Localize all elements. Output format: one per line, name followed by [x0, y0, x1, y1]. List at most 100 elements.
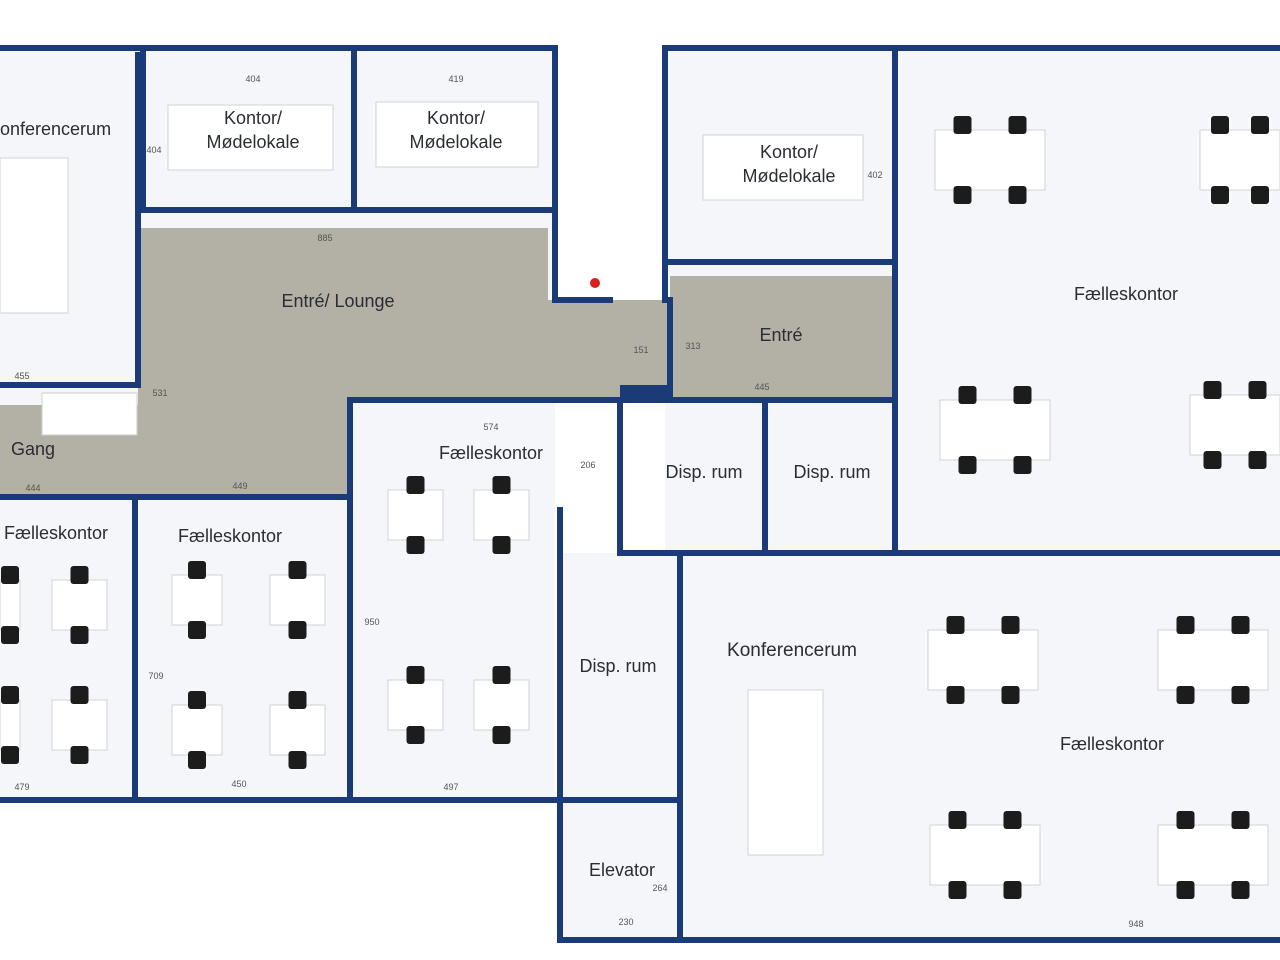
label-disp-1: Disp. rum: [665, 462, 742, 482]
chair: [1, 566, 19, 584]
dim-885: 885: [317, 233, 332, 243]
desk: [1199, 129, 1280, 191]
desk: [0, 579, 21, 631]
chair: [288, 751, 307, 769]
chair: [188, 561, 206, 579]
label-kontor-419-l2: Mødelokale: [409, 132, 502, 152]
conference-table-nw: [0, 157, 69, 314]
chair: [1003, 881, 1022, 899]
chair: [288, 621, 307, 639]
chair: [70, 626, 89, 644]
desk: [1189, 394, 1280, 456]
dim-455: 455: [14, 371, 29, 381]
desk: [387, 489, 444, 541]
chair: [492, 726, 511, 744]
chair: [288, 691, 307, 709]
label-kontor-419-l1: Kontor/: [427, 108, 485, 128]
meeting-table-402: [702, 134, 864, 201]
chair: [1, 626, 19, 644]
dim-449: 449: [232, 481, 247, 491]
dim-230: 230: [618, 917, 633, 927]
chair: [406, 536, 425, 554]
desk: [51, 579, 108, 631]
label-kontor-402-l2: Mødelokale: [742, 166, 835, 186]
dimension-labels: 404 419 404 885 402 455 531 151 313 445 …: [14, 74, 1143, 929]
desk: [473, 679, 530, 731]
entrance-pillar: [620, 385, 668, 402]
label-entre: Entré: [759, 325, 802, 345]
chair: [1, 686, 19, 704]
chair: [1211, 186, 1229, 204]
dim-402: 402: [867, 170, 882, 180]
dim-264: 264: [652, 883, 667, 893]
chair: [1231, 881, 1250, 899]
dim-531: 531: [152, 388, 167, 398]
chair: [492, 666, 511, 684]
entrance-marker-dot: [590, 278, 600, 288]
chair: [953, 116, 972, 134]
dim-950: 950: [364, 617, 379, 627]
chair: [1248, 381, 1267, 399]
chair: [1176, 811, 1195, 829]
label-faelles-center: Fælleskontor: [439, 443, 543, 463]
dim-574: 574: [483, 422, 498, 432]
chair: [406, 476, 425, 494]
desk: [269, 574, 326, 626]
chair: [948, 881, 967, 899]
chair: [492, 476, 511, 494]
label-faelles-sw2: Fælleskontor: [178, 526, 282, 546]
label-faelles-sw1: Fælleskontor: [4, 523, 108, 543]
label-konferencerum-nw: onferencerum: [0, 119, 111, 139]
desk: [473, 489, 530, 541]
dim-445: 445: [754, 382, 769, 392]
dim-151: 151: [633, 345, 648, 355]
chair: [1176, 686, 1195, 704]
meeting-table-419: [375, 101, 539, 168]
chair: [1251, 186, 1269, 204]
desk: [171, 704, 223, 756]
chair: [406, 666, 425, 684]
dim-404a: 404: [245, 74, 260, 84]
room-labels: onferencerum Kontor/ Mødelokale Kontor/ …: [0, 108, 1178, 880]
chair: [1001, 616, 1020, 634]
dim-497: 497: [443, 782, 458, 792]
chair: [1203, 451, 1222, 469]
entre-floor: [670, 276, 895, 400]
desk: [51, 699, 108, 751]
chair: [70, 746, 89, 764]
label-kontor-402-l1: Kontor/: [760, 142, 818, 162]
chair: [1013, 456, 1032, 474]
chair: [1013, 386, 1032, 404]
desk: [269, 704, 326, 756]
chair: [1231, 616, 1250, 634]
conference-table-s: [747, 689, 824, 856]
chair: [1231, 686, 1250, 704]
chair: [70, 686, 89, 704]
label-faelles-se: Fælleskontor: [1060, 734, 1164, 754]
meeting-table-404: [167, 104, 334, 171]
desk: [171, 574, 223, 626]
chair: [1003, 811, 1022, 829]
chair: [70, 566, 89, 584]
desk: [387, 679, 444, 731]
chair: [958, 456, 977, 474]
label-kontor-404-l1: Kontor/: [224, 108, 282, 128]
label-faelles-ne: Fælleskontor: [1074, 284, 1178, 304]
chair: [288, 561, 307, 579]
dim-313: 313: [685, 341, 700, 351]
label-elevator: Elevator: [589, 860, 655, 880]
chair: [1176, 881, 1195, 899]
chair: [1, 746, 19, 764]
chair: [948, 811, 967, 829]
chair: [946, 616, 965, 634]
floors: [0, 48, 1280, 940]
chair: [188, 691, 206, 709]
dim-709: 709: [148, 671, 163, 681]
chair: [946, 686, 965, 704]
chair: [958, 386, 977, 404]
desk: [927, 629, 1039, 691]
desk: [0, 699, 21, 751]
lounge-floor: [0, 228, 668, 497]
chair: [188, 621, 206, 639]
